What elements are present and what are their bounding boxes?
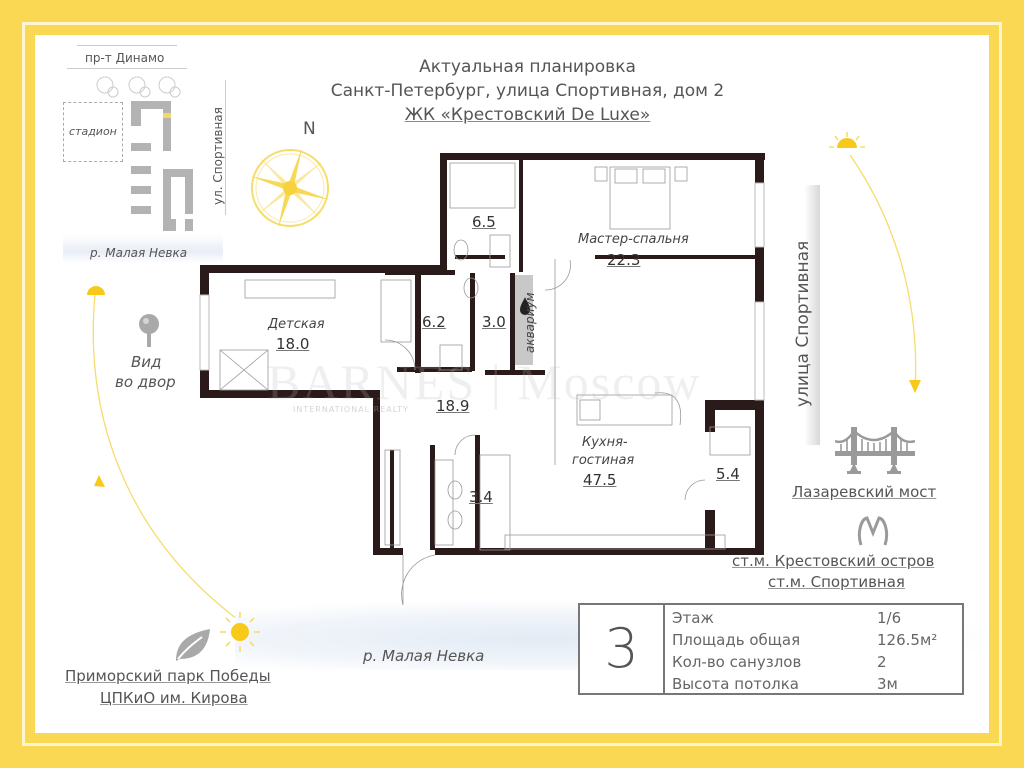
info-row-bathrooms: Кол-во санузлов 2 [672, 651, 962, 673]
buildings-block [131, 101, 193, 231]
site-map-top-line [77, 45, 177, 46]
sun-icon [220, 612, 260, 652]
room-storage-area: 3.0 [482, 313, 506, 331]
room-hall-area: 18.9 [436, 397, 470, 415]
info-value: 126.5м² [877, 631, 938, 649]
river-band-small [63, 235, 223, 263]
river-bottom-label: р. Малая Невка [363, 647, 485, 665]
trees-icon [96, 76, 181, 98]
street-sportivnaya-main-label: улица Спортивная [793, 240, 813, 407]
apartment-floor-plan [199, 153, 765, 605]
title-line-1: Актуальная планировка [419, 57, 636, 77]
info-rows: Этаж 1/6 Площадь общая 126.5м² Кол-во са… [672, 607, 962, 695]
park-kirova-label: ЦПКиО им. Кирова [100, 689, 248, 707]
frame-inner-line [22, 22, 1002, 746]
info-label: Кол-во санузлов [672, 653, 802, 671]
site-map-top-line-2 [67, 68, 187, 69]
room-balcony-area: 5.4 [716, 465, 740, 483]
street-dinamo-label: пр-т Динамо [85, 51, 165, 65]
watermark-sub: INTERNATIONAL REALTY [293, 405, 409, 414]
leaf-icon [176, 629, 210, 661]
room-kitchen-living-label-1: Кухня- [582, 435, 628, 450]
info-row-total-area: Площадь общая 126.5м² [672, 629, 962, 651]
room-kitchen-living-label-2: гостиная [572, 453, 635, 468]
bridge-icon [835, 427, 915, 474]
sun-path-right [829, 132, 921, 393]
room-bath-2-area: 6.2 [422, 313, 446, 331]
stadium-label: стадион [69, 125, 117, 138]
info-row-ceiling-height: Высота потолка 3м [672, 673, 962, 695]
title-line-2: Санкт-Петербург, улица Спортивная, дом 2 [330, 81, 725, 101]
info-label: Площадь общая [672, 631, 801, 649]
room-master-bedroom-area: 22.3 [607, 251, 641, 269]
metro-krestovsky-label: ст.м. Крестовский остров [732, 552, 935, 570]
info-value: 3м [877, 675, 898, 693]
info-row-floor: Этаж 1/6 [672, 607, 962, 629]
metro-sportivnaya-label: ст.м. Спортивная [768, 573, 905, 591]
room-kitchen-living-area: 47.5 [583, 471, 617, 489]
title-line-3: ЖК «Крестовский De Luxe» [404, 105, 651, 125]
room-wardrobe-area: 3.4 [469, 488, 493, 506]
page-title: Актуальная планировка Санкт-Петербург, у… [285, 55, 770, 127]
park-pobedy-label: Приморский парк Победы [65, 667, 271, 685]
site-map: пр-т Динамо стадион ул. [55, 45, 235, 285]
room-master-bedroom-label: Мастер-спальня [578, 232, 689, 247]
info-value: 1/6 [877, 609, 902, 627]
info-label: Этаж [672, 609, 714, 627]
river-small-label: р. Малая Невка [90, 246, 188, 260]
street-band-right [780, 185, 820, 445]
watermark-brand: BARNES | Moscow [267, 354, 702, 410]
bridge-label: Лазаревский мост [792, 483, 937, 501]
site-map-right-line [225, 80, 226, 215]
floor-plan-canvas: Актуальная планировка Санкт-Петербург, у… [35, 35, 989, 733]
room-children-label: Детская [268, 317, 325, 332]
info-label: Высота потолка [672, 675, 799, 693]
stadium-outline [63, 102, 123, 162]
location-pin-icon [139, 314, 159, 347]
room-children-area: 18.0 [276, 335, 310, 353]
rooms-count: 3 [580, 605, 665, 693]
metro-icon [857, 516, 889, 546]
compass-rose-icon [250, 148, 330, 228]
view-label-line-1: Вид [131, 353, 162, 371]
sun-path-left [87, 286, 246, 626]
info-value: 2 [877, 653, 887, 671]
aquarium-label: аквариум [523, 292, 537, 353]
view-label-line-2: во двор [115, 373, 176, 391]
compass-north-label: N [303, 119, 316, 139]
room-bath-master-area: 6.5 [472, 213, 496, 231]
apartment-info-box: 3 Этаж 1/6 Площадь общая 126.5м² Кол-во … [578, 603, 964, 695]
